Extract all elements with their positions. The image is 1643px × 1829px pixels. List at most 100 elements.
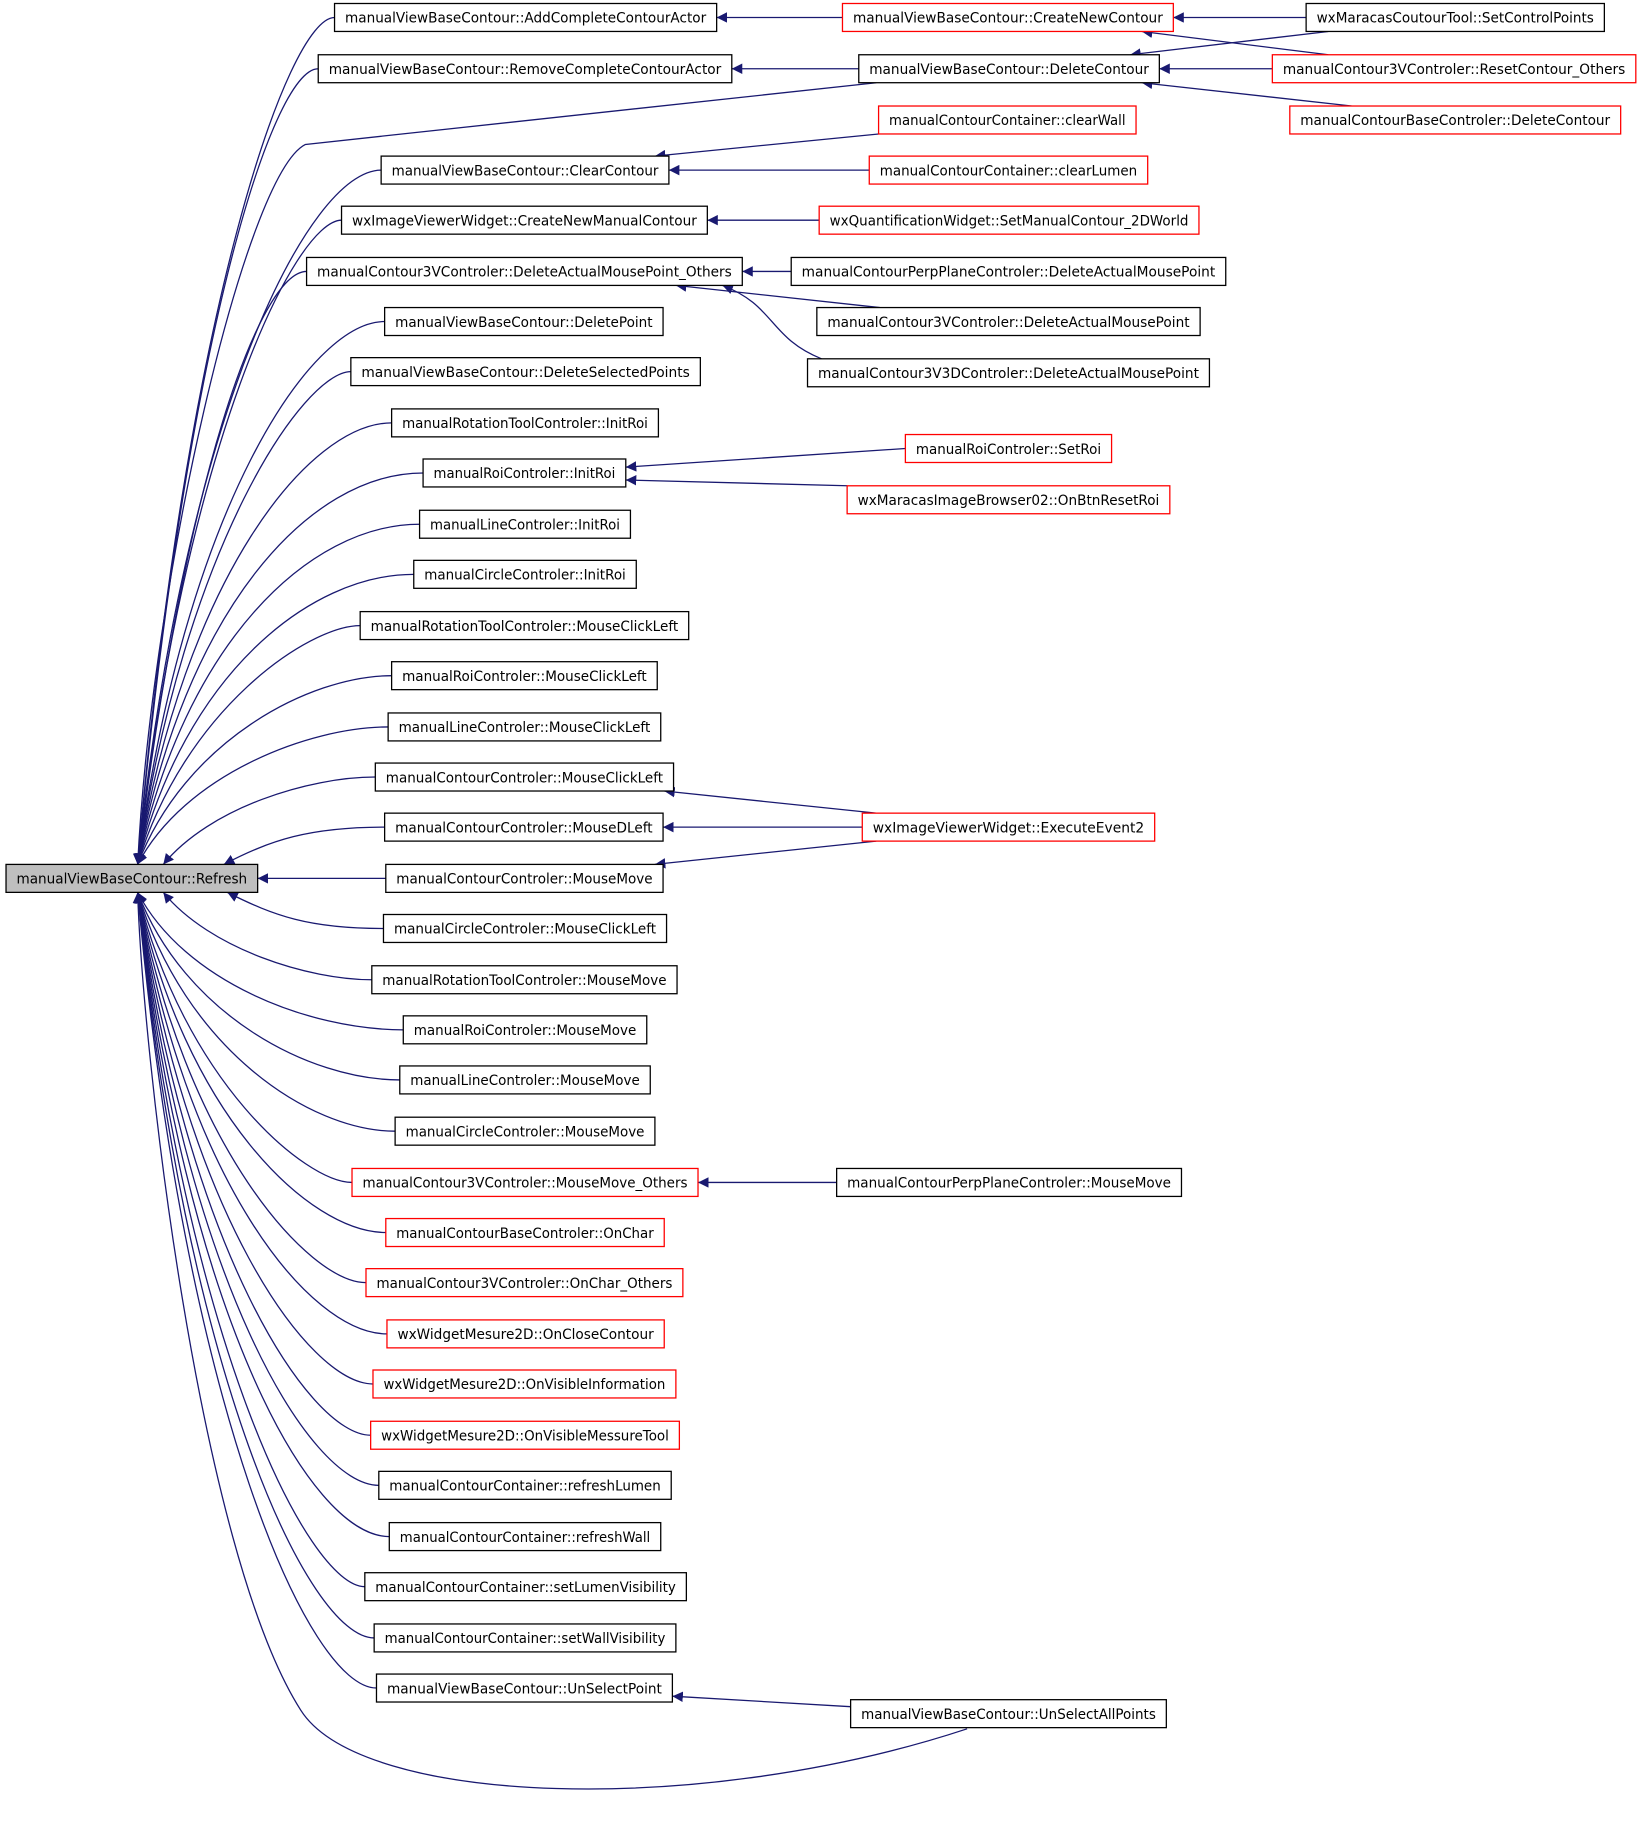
node-onVisTool[interactable]: wxWidgetMesure2D::OnVisibleMessureTool — [370, 1420, 681, 1450]
node-lineClick[interactable]: manualLineControler::MouseClickLeft — [387, 712, 662, 742]
node-contourClick[interactable]: manualContourControler::MouseClickLeft — [374, 762, 675, 792]
node-unselectAll[interactable]: manualViewBaseContour::UnSelectAllPoints — [849, 1699, 1167, 1729]
node-box[interactable] — [386, 1319, 665, 1349]
node-setManual2D[interactable]: wxQuantificationWidget::SetManualContour… — [818, 205, 1200, 235]
node-refresh[interactable]: manualViewBaseContour::Refresh — [5, 863, 259, 894]
node-clearContour[interactable]: manualViewBaseContour::ClearContour — [380, 155, 670, 185]
node-box[interactable] — [385, 863, 664, 894]
node-box[interactable] — [422, 458, 627, 488]
node-box[interactable] — [818, 205, 1200, 235]
node-box[interactable] — [390, 661, 658, 691]
node-box[interactable] — [790, 256, 1227, 287]
node-box[interactable] — [364, 1572, 688, 1602]
node-box[interactable] — [380, 155, 670, 185]
node-v3dDAM[interactable]: manualContour3V3DControler::DeleteActual… — [806, 358, 1211, 388]
node-box[interactable] — [402, 1015, 648, 1045]
node-setWallVis[interactable]: manualContourContainer::setWallVisibilit… — [373, 1623, 677, 1653]
node-resetOthers[interactable]: manualContour3VControler::ResetContour_O… — [1271, 54, 1637, 84]
node-onVisInfo[interactable]: wxWidgetMesure2D::OnVisibleInformation — [372, 1369, 677, 1399]
node-perpMove[interactable]: manualContourPerpPlaneControler::MouseMo… — [836, 1167, 1183, 1198]
node-box[interactable] — [394, 1116, 656, 1146]
node-circleMove[interactable]: manualCircleControler::MouseMove — [394, 1116, 656, 1146]
node-roiMove[interactable]: manualRoiControler::MouseMove — [402, 1015, 648, 1045]
node-baseOnChar[interactable]: manualContourBaseControler::OnChar — [385, 1217, 665, 1248]
node-v3DAM[interactable]: manualContour3VControler::DeleteActualMo… — [816, 306, 1201, 337]
node-box[interactable] — [383, 306, 664, 337]
node-contourMove[interactable]: manualContourControler::MouseMove — [385, 863, 664, 894]
node-refreshWall[interactable]: manualContourContainer::refreshWall — [388, 1521, 662, 1552]
node-box[interactable] — [382, 913, 668, 944]
node-circleClick[interactable]: manualCircleControler::MouseClickLeft — [382, 913, 668, 944]
node-box[interactable] — [1289, 105, 1622, 135]
node-rotMove[interactable]: manualRotationToolControler::MouseMove — [371, 965, 678, 995]
node-setLumenVis[interactable]: manualContourContainer::setLumenVisibili… — [364, 1572, 688, 1602]
node-box[interactable] — [806, 358, 1211, 388]
node-moveOthers[interactable]: manualContour3VControler::MouseMove_Othe… — [351, 1167, 699, 1198]
node-roiInitRoi[interactable]: manualRoiControler::InitRoi — [422, 458, 627, 488]
node-box[interactable] — [849, 1699, 1167, 1729]
node-refreshLumen[interactable]: manualContourContainer::refreshLumen — [378, 1470, 672, 1500]
node-roiSetRoi[interactable]: manualRoiControler::SetRoi — [904, 433, 1113, 464]
node-box[interactable] — [399, 1065, 651, 1095]
node-box[interactable] — [868, 155, 1149, 185]
node-execEvent2[interactable]: wxImageViewerWidget::ExecuteEvent2 — [861, 812, 1156, 842]
node-unselectPoint[interactable]: manualViewBaseContour::UnSelectPoint — [375, 1673, 674, 1703]
node-baseDeleteContour[interactable]: manualContourBaseControler::DeleteContou… — [1289, 105, 1622, 135]
node-onClose[interactable]: wxWidgetMesure2D::OnCloseContour — [386, 1319, 665, 1349]
node-createNewContour[interactable]: manualViewBaseContour::CreateNewContour — [841, 2, 1174, 33]
node-deleteSelected[interactable]: manualViewBaseContour::DeleteSelectedPoi… — [350, 357, 701, 387]
node-box[interactable] — [371, 965, 678, 995]
node-box[interactable] — [861, 812, 1156, 842]
node-box[interactable] — [413, 559, 637, 589]
node-box[interactable] — [5, 863, 259, 894]
node-box[interactable] — [333, 2, 718, 33]
node-box[interactable] — [370, 1420, 681, 1450]
node-box[interactable] — [385, 1217, 665, 1248]
node-box[interactable] — [387, 712, 662, 742]
node-box[interactable] — [1271, 54, 1637, 84]
node-box[interactable] — [350, 357, 701, 387]
node-deletePoint[interactable]: manualViewBaseContour::DeletePoint — [383, 306, 664, 337]
node-lineMove[interactable]: manualLineControler::MouseMove — [399, 1065, 651, 1095]
node-lineInitRoi[interactable]: manualLineControler::InitRoi — [418, 509, 632, 539]
node-box[interactable] — [317, 54, 733, 84]
node-box[interactable] — [846, 485, 1171, 515]
node-contourDLeft[interactable]: manualContourControler::MouseDLeft — [383, 812, 664, 842]
node-box[interactable] — [858, 54, 1160, 84]
node-box[interactable] — [373, 1623, 677, 1653]
node-removeActor[interactable]: manualViewBaseContour::RemoveCompleteCon… — [317, 54, 733, 84]
node-box[interactable] — [904, 433, 1113, 464]
node-deleteContour[interactable]: manualViewBaseContour::DeleteContour — [858, 54, 1160, 84]
node-perpDAM[interactable]: manualContourPerpPlaneControler::DeleteA… — [790, 256, 1227, 287]
node-createNewManual[interactable]: wxImageViewerWidget::CreateNewManualCont… — [340, 205, 708, 235]
node-rotInitRoi[interactable]: manualRotationToolControler::InitRoi — [390, 408, 660, 438]
node-box[interactable] — [418, 509, 632, 539]
node-setControlPoints[interactable]: wxMaracasCoutourTool::SetControlPoints — [1305, 2, 1605, 33]
node-box[interactable] — [365, 1268, 684, 1298]
node-box[interactable] — [305, 256, 743, 287]
node-clearWall[interactable]: manualContourContainer::clearWall — [877, 105, 1137, 135]
node-box[interactable] — [390, 408, 660, 438]
node-box[interactable] — [372, 1369, 677, 1399]
node-rotClick[interactable]: manualRotationToolControler::MouseClickL… — [359, 610, 690, 641]
node-box[interactable] — [877, 105, 1137, 135]
node-onCharOthers[interactable]: manualContour3VControler::OnChar_Others — [365, 1268, 684, 1298]
node-box[interactable] — [836, 1167, 1183, 1198]
node-box[interactable] — [383, 812, 664, 842]
node-box[interactable] — [816, 306, 1201, 337]
node-box[interactable] — [351, 1167, 699, 1198]
node-box[interactable] — [375, 1673, 674, 1703]
node-box[interactable] — [340, 205, 708, 235]
node-circleInitRoi[interactable]: manualCircleControler::InitRoi — [413, 559, 637, 589]
node-clearLumen[interactable]: manualContourContainer::clearLumen — [868, 155, 1149, 185]
node-box[interactable] — [841, 2, 1174, 33]
node-damOthers[interactable]: manualContour3VControler::DeleteActualMo… — [305, 256, 743, 287]
node-box[interactable] — [1305, 2, 1605, 33]
node-box[interactable] — [388, 1521, 662, 1552]
node-addActor[interactable]: manualViewBaseContour::AddCompleteContou… — [333, 2, 718, 33]
node-roiClick[interactable]: manualRoiControler::MouseClickLeft — [390, 661, 658, 691]
node-box[interactable] — [378, 1470, 672, 1500]
node-box[interactable] — [359, 610, 690, 641]
node-box[interactable] — [374, 762, 675, 792]
node-resetRoi[interactable]: wxMaracasImageBrowser02::OnBtnResetRoi — [846, 485, 1171, 515]
